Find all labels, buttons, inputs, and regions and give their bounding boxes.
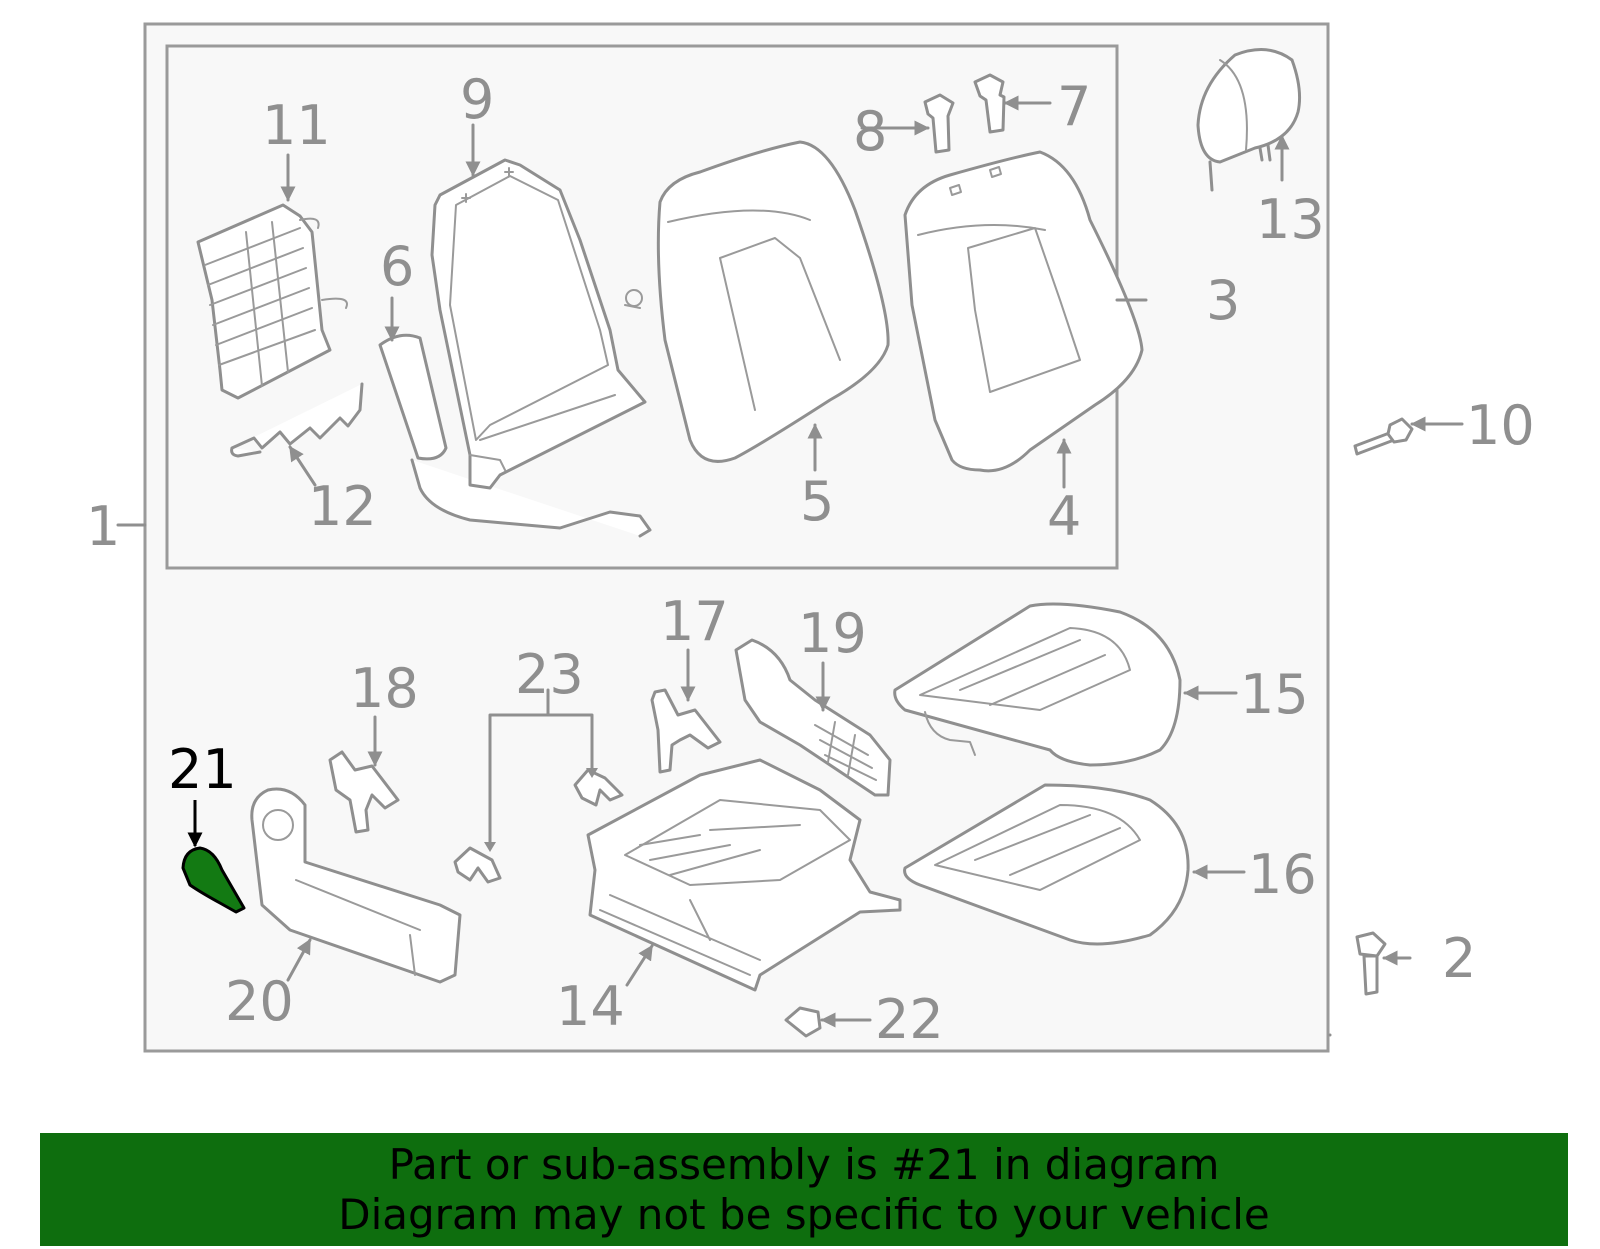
part-5-seatback-pad bbox=[656, 140, 890, 463]
part-14-cushion-frame bbox=[586, 758, 902, 992]
part-19-side-trim bbox=[734, 638, 892, 797]
part-13-headrest bbox=[1196, 48, 1301, 192]
part-22-clip bbox=[784, 1006, 822, 1038]
part-4-seatback-cover bbox=[903, 150, 1144, 473]
part-9-seatback-frame bbox=[430, 158, 647, 490]
banner-line-2: Diagram may not be specific to your vehi… bbox=[338, 1189, 1270, 1239]
callout-13: 13 bbox=[1256, 188, 1325, 251]
part-12-wire bbox=[230, 382, 364, 458]
part-info-banner: Part or sub-assembly is #21 in diagram D… bbox=[40, 1133, 1568, 1246]
callout-18: 18 bbox=[350, 657, 419, 720]
callout-20: 20 bbox=[225, 970, 294, 1033]
callout-5: 5 bbox=[800, 470, 834, 533]
callout-15: 15 bbox=[1240, 663, 1309, 726]
part-15-cushion-pad bbox=[893, 602, 1182, 767]
callout-3: 3 bbox=[1206, 269, 1240, 332]
callout-23: 23 bbox=[515, 643, 584, 706]
callout-10: 10 bbox=[1466, 394, 1535, 457]
callout-4: 4 bbox=[1047, 485, 1081, 548]
callout-11: 11 bbox=[262, 94, 331, 157]
callout-1: 1 bbox=[86, 495, 120, 558]
callout-14: 14 bbox=[556, 975, 625, 1038]
callout-8: 8 bbox=[853, 100, 887, 163]
part-11-spring-frame bbox=[196, 203, 348, 400]
part-7-headrest-guide bbox=[973, 73, 1006, 134]
callout-2: 2 bbox=[1442, 927, 1476, 990]
callout-19: 19 bbox=[798, 602, 867, 665]
part-2-bolt bbox=[1355, 931, 1387, 996]
callout-6: 6 bbox=[380, 235, 414, 298]
part-10-bolt bbox=[1353, 417, 1414, 456]
part-20-side-shield bbox=[250, 787, 462, 984]
callout-12: 12 bbox=[308, 475, 377, 538]
callout-16: 16 bbox=[1248, 843, 1317, 906]
part-21-knob-highlighted bbox=[181, 846, 246, 914]
part-8-headrest-guide bbox=[923, 93, 955, 154]
callout-7: 7 bbox=[1057, 75, 1091, 138]
part-18-bracket bbox=[328, 750, 400, 834]
part-16-cushion-cover bbox=[903, 783, 1190, 946]
callout-17: 17 bbox=[660, 590, 729, 653]
banner-line-1: Part or sub-assembly is #21 in diagram bbox=[388, 1139, 1220, 1189]
callout-9: 9 bbox=[460, 68, 494, 131]
callout-22: 22 bbox=[875, 988, 944, 1051]
part-17-bracket bbox=[650, 688, 722, 774]
callout-21-highlighted: 21 bbox=[168, 738, 237, 801]
part-23-clips bbox=[453, 768, 624, 884]
